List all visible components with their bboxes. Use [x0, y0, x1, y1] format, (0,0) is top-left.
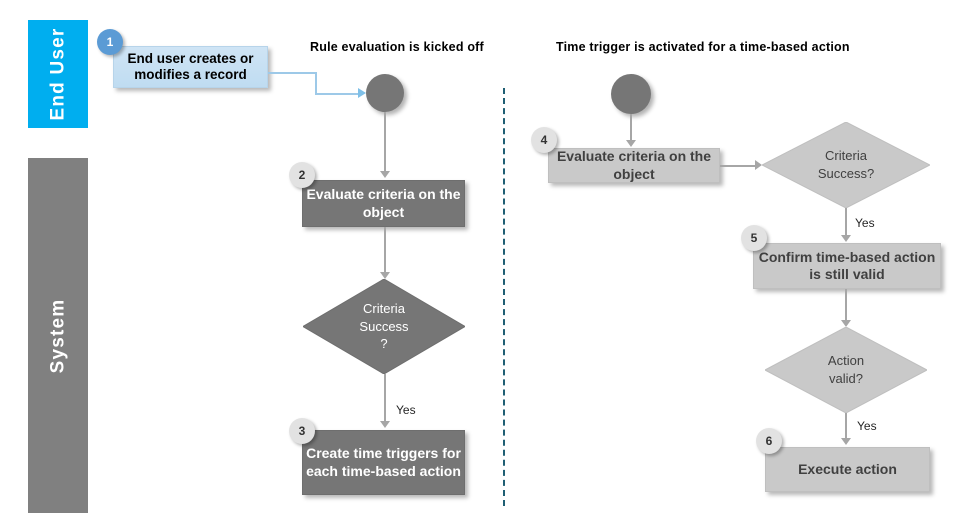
connector-start-to-evaluate-right — [630, 114, 632, 141]
connector-arrow-icon — [841, 438, 851, 445]
connector-arrow-icon — [626, 140, 636, 147]
decision-right-criteria-line2: Success? — [817, 166, 875, 181]
blue-connector-arrow-icon — [358, 88, 366, 98]
decision-criteria-success-right[interactable]: Criteria Success? — [762, 122, 930, 208]
node-evaluate-criteria-right[interactable]: Evaluate criteria on the object — [548, 148, 720, 183]
start-node-right — [611, 74, 651, 114]
node-execute-action[interactable]: Execute action — [765, 447, 930, 492]
node-confirm-time-based-action-valid[interactable]: Confirm time-based action is still valid — [753, 243, 941, 289]
diamond-shape-icon — [765, 327, 927, 413]
edge-label-left-yes: Yes — [396, 403, 416, 417]
decision-action-valid[interactable]: Action valid? — [765, 327, 927, 413]
swimlane-system: System — [28, 158, 88, 513]
edge-label-right-criteria-yes: Yes — [855, 216, 875, 230]
step-badge-2: 2 — [289, 162, 315, 188]
column-header-left: Rule evaluation is kicked off — [310, 40, 484, 54]
connector-decision-to-create-triggers — [384, 374, 386, 422]
connector-arrow-icon — [841, 235, 851, 242]
decision-right-criteria-line1: Criteria — [825, 148, 867, 164]
node-evaluate-criteria-left[interactable]: Evaluate criteria on the object — [302, 180, 465, 227]
blue-connector-segment-h1 — [268, 72, 316, 74]
decision-left-text: Criteria Success ? — [359, 300, 408, 353]
diamond-shape-icon — [762, 122, 930, 208]
edge-label-right-action-yes: Yes — [857, 419, 877, 433]
connector-arrow-icon — [380, 171, 390, 178]
blue-connector-segment-v — [315, 72, 317, 94]
connector-arrow-icon — [755, 160, 762, 170]
step-badge-6: 6 — [756, 428, 782, 454]
connector-arrow-icon — [380, 421, 390, 428]
step-badge-4: 4 — [531, 127, 557, 153]
decision-criteria-success-left[interactable]: Criteria Success ? — [303, 279, 465, 374]
decision-action-valid-line2: valid? — [829, 371, 863, 386]
decision-action-valid-line1: Action — [827, 353, 865, 369]
decision-left-line1: Criteria — [363, 301, 405, 317]
node-create-time-triggers[interactable]: Create time triggers for each time-based… — [302, 430, 465, 495]
column-header-right: Time trigger is activated for a time-bas… — [556, 40, 850, 54]
step-badge-5: 5 — [741, 225, 767, 251]
step-badge-3: 3 — [289, 418, 315, 444]
node-end-user-creates-record[interactable]: End user creates or modifies a record — [113, 46, 268, 88]
decision-left-line3: ? — [380, 336, 388, 352]
diamond-shape-icon — [303, 279, 465, 374]
swimlane-system-label: System — [47, 298, 69, 373]
step-badge-1: 1 — [97, 29, 123, 55]
decision-right-criteria-text: Criteria Success? — [818, 147, 874, 182]
blue-connector-segment-h2 — [315, 93, 363, 95]
connector-arrow-icon — [380, 272, 390, 279]
connector-evaluate-to-criteria-decision — [720, 165, 756, 167]
decision-left-line2: Success — [359, 318, 409, 334]
connector-criteria-to-confirm — [845, 208, 847, 236]
connector-start-to-evaluate-left — [384, 112, 386, 172]
connector-confirm-to-action-decision — [845, 289, 847, 321]
connector-evaluate-to-decision-left — [384, 227, 386, 273]
connector-arrow-icon — [841, 320, 851, 327]
swimlane-end-user: End User — [28, 20, 88, 128]
section-divider — [503, 88, 505, 506]
decision-action-valid-text: Action valid? — [828, 352, 864, 387]
start-node-left — [366, 74, 404, 112]
swimlane-end-user-label: End User — [47, 27, 69, 121]
connector-action-to-execute — [845, 413, 847, 439]
